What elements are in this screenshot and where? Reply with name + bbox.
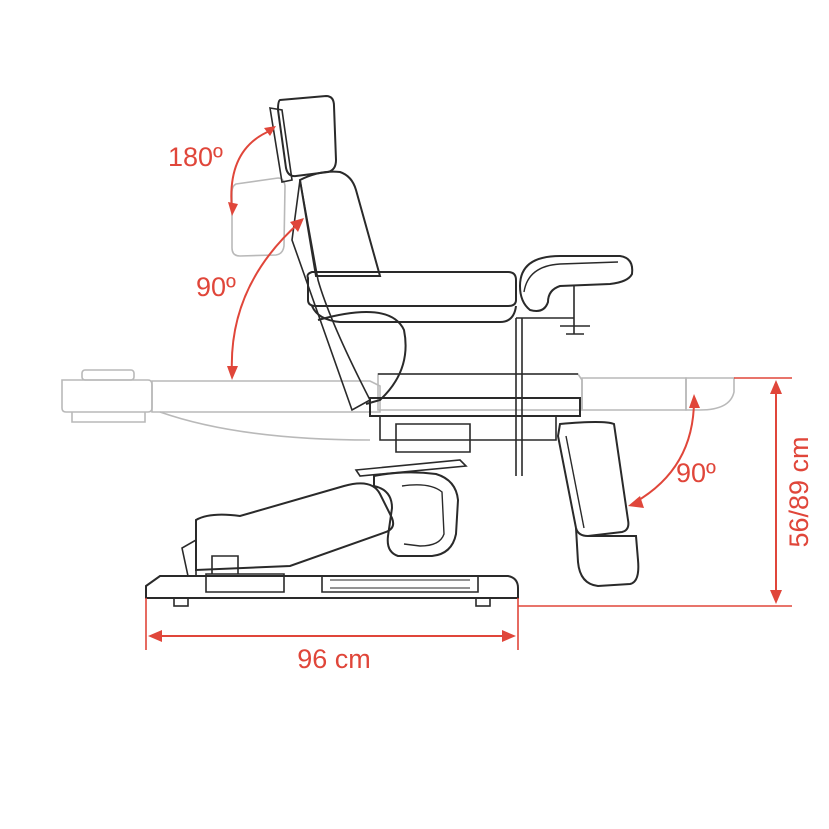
width-dimension: 96 cm	[145, 598, 519, 674]
height-dimension: 56/89 cm	[518, 377, 814, 607]
backrest	[298, 170, 382, 277]
chair-outline	[145, 94, 640, 607]
seat-cushion	[306, 271, 517, 307]
base-plate	[145, 575, 519, 599]
width-label: 96 cm	[297, 644, 371, 674]
headrest-angle-label: 180º	[168, 142, 223, 172]
backrest-angle-dimension: 90º	[196, 218, 304, 380]
legrest-angle-dimension: 90º	[628, 394, 716, 508]
headrest	[276, 94, 338, 178]
headrest-angle-dimension: 180º	[168, 126, 276, 216]
armrest	[518, 255, 634, 312]
legrest	[556, 421, 630, 538]
legrest-angle-label: 90º	[676, 458, 716, 488]
backrest-angle-label: 90º	[196, 272, 236, 302]
height-label: 56/89 cm	[784, 436, 814, 547]
reclined-chair-outline	[61, 177, 735, 441]
pedestal	[195, 482, 395, 572]
